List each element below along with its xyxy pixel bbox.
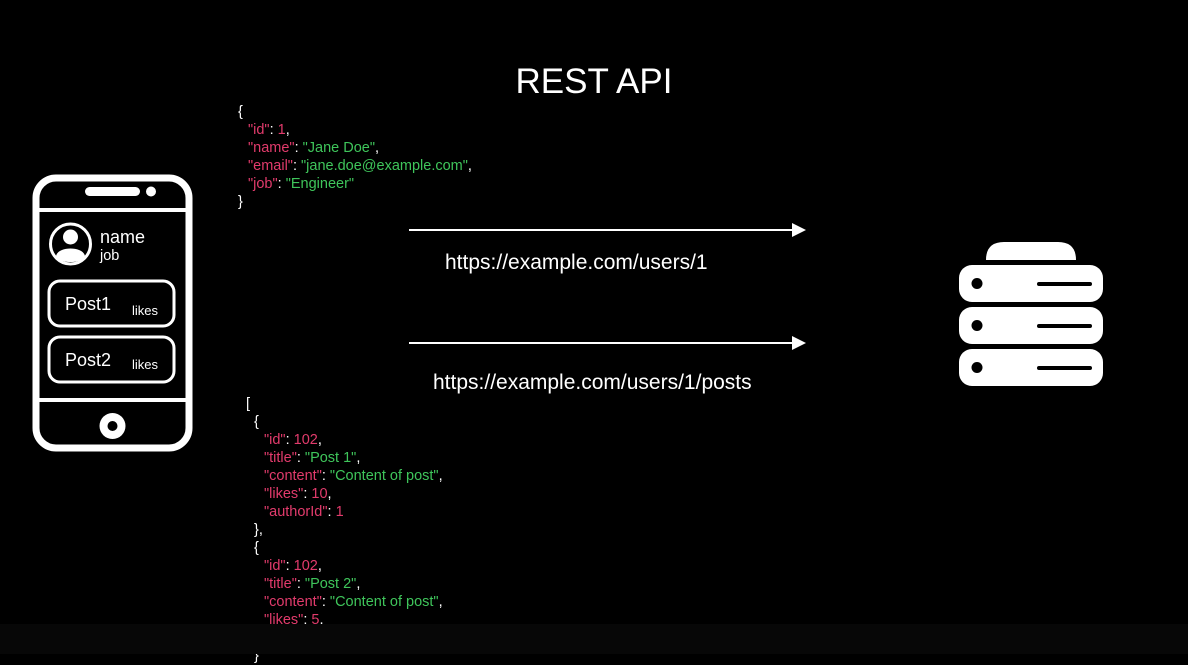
- json-brace: {: [238, 104, 243, 120]
- json-key: "email": [248, 158, 293, 174]
- json-value: "Engineer": [285, 176, 355, 192]
- json-bracket: [: [246, 396, 251, 412]
- json-separator: ,: [467, 158, 472, 174]
- json-separator: ,: [317, 432, 322, 448]
- json-key: "id": [248, 122, 270, 138]
- json-brace: {: [254, 540, 259, 556]
- json-value: "Jane Doe": [302, 140, 376, 156]
- video-bottom-band: [0, 624, 1188, 654]
- phone-device: name job Post1 likes Post2 likes: [32, 174, 193, 452]
- json-key: "id": [264, 558, 286, 574]
- json-line: {: [238, 103, 472, 121]
- json-value: "jane.doe@example.com": [301, 158, 468, 174]
- json-value: "Post 2": [304, 576, 357, 592]
- json-key: "name": [248, 140, 295, 156]
- post-card-likes: likes: [132, 303, 159, 318]
- json-key: "authorId": [264, 504, 328, 520]
- json-key: "content": [264, 468, 322, 484]
- phone-frame-icon: [32, 174, 193, 452]
- json-value: 1: [277, 122, 286, 138]
- json-brace: }: [238, 194, 243, 210]
- json-value: "Content of post": [329, 468, 439, 484]
- json-key: "title": [264, 576, 297, 592]
- json-field: "id": 1,: [248, 122, 290, 138]
- json-separator: ,: [375, 140, 380, 156]
- json-field: "email": "jane.doe@example.com",: [248, 158, 472, 174]
- json-separator: ,: [327, 486, 332, 502]
- json-separator: ,: [319, 612, 324, 628]
- json-field: "id": 102,: [264, 558, 322, 574]
- json-value: 5: [311, 612, 320, 628]
- json-line: [: [246, 395, 443, 413]
- json-brace: },: [254, 522, 263, 538]
- json-field: "title": "Post 2",: [264, 576, 361, 592]
- request-url-posts: https://example.com/users/1/posts: [433, 371, 752, 394]
- json-key: "content": [264, 594, 322, 610]
- post-card-likes: likes: [132, 357, 159, 372]
- json-separator: ,: [438, 594, 443, 610]
- json-value: 102: [293, 432, 318, 448]
- post-card-title: Post1: [65, 294, 112, 314]
- json-key: "job": [248, 176, 278, 192]
- json-field: "likes": 10,: [264, 486, 332, 502]
- json-field: "authorId": 1: [264, 504, 344, 520]
- json-key: "id": [264, 432, 286, 448]
- profile-name: name: [100, 227, 146, 247]
- json-field: "title": "Post 1",: [264, 450, 361, 466]
- json-separator: ,: [356, 576, 361, 592]
- json-separator: ,: [317, 558, 322, 574]
- profile-job: job: [100, 248, 120, 264]
- json-value: 10: [311, 486, 328, 502]
- json-line: {: [246, 539, 443, 557]
- json-separator: ,: [285, 122, 290, 138]
- json-field: "job": "Engineer": [248, 176, 355, 192]
- json-line: {: [246, 413, 443, 431]
- json-separator: ,: [356, 450, 361, 466]
- request-arrow-users: [409, 223, 806, 237]
- json-field: "content": "Content of post",: [264, 594, 443, 610]
- json-key: "likes": [264, 486, 304, 502]
- user-json-response: { "id": 1, "name": "Jane Doe", "email": "ja…: [238, 103, 472, 211]
- json-line: },: [246, 521, 443, 539]
- json-field: "content": "Content of post",: [264, 468, 443, 484]
- post-card-title: Post2: [65, 350, 112, 370]
- server-icon: [958, 240, 1104, 386]
- json-value: 102: [293, 558, 318, 574]
- json-value: "Content of post": [329, 594, 439, 610]
- diagram-title: REST API: [515, 62, 673, 101]
- json-brace: {: [254, 414, 259, 430]
- json-field: "name": "Jane Doe",: [248, 140, 380, 156]
- json-value: "Post 1": [304, 450, 357, 466]
- json-separator: ,: [438, 468, 443, 484]
- json-line: }: [238, 193, 472, 211]
- json-key: "title": [264, 450, 297, 466]
- json-field: "id": 102,: [264, 432, 322, 448]
- json-value: 1: [335, 504, 344, 520]
- request-url-users: https://example.com/users/1: [445, 251, 708, 274]
- request-arrow-posts: [409, 336, 806, 350]
